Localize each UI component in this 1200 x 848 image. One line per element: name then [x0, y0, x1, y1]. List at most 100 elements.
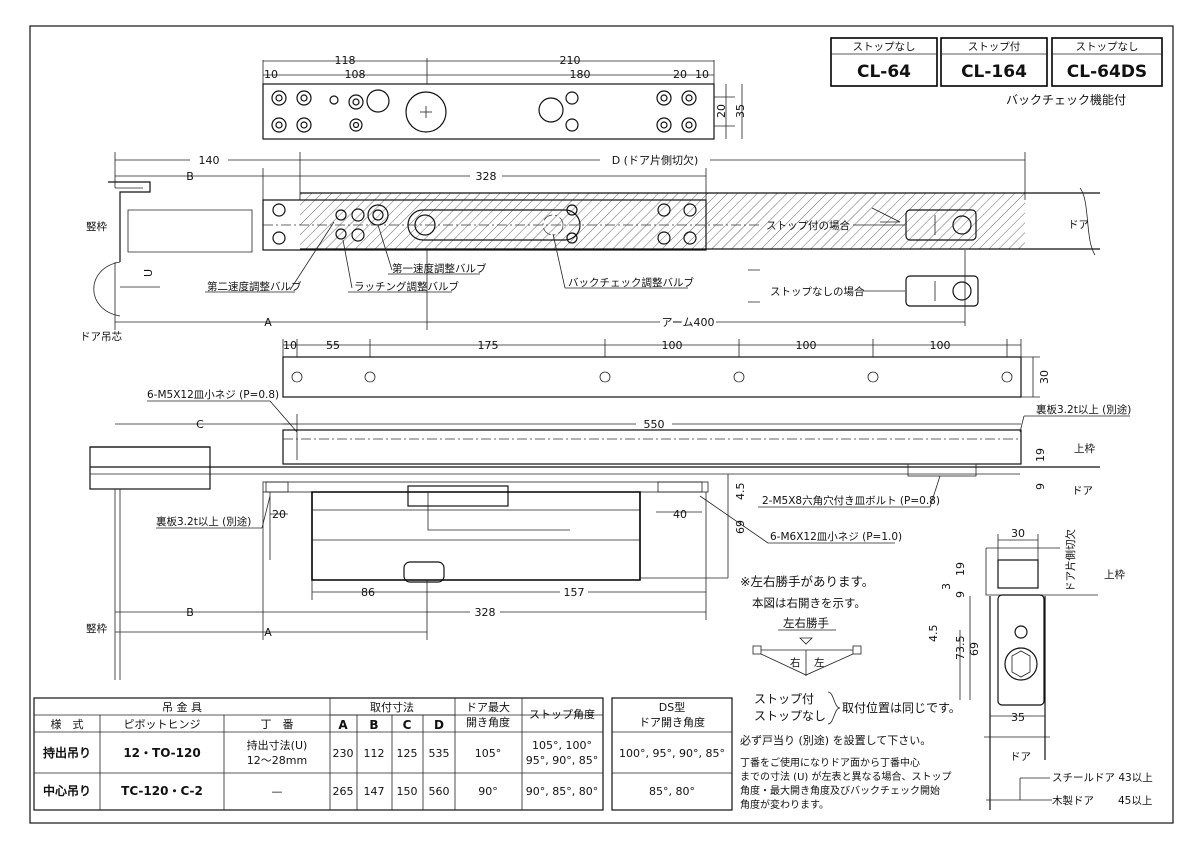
note-same: 取付位置は同じです。 [842, 700, 961, 715]
row2-pivot: TC-120・C-2 [121, 784, 203, 798]
model-header: ストップなし ストップ付 ストップなし CL-64 CL-164 CL-64DS… [830, 37, 1163, 107]
dim-180: 180 [570, 68, 591, 81]
backplate-l-label: 裏板3.2t以上 (別途) [156, 515, 251, 528]
note-stop2: ストップなし [754, 709, 826, 723]
row1-pivot: 12・TO-120 [123, 746, 200, 760]
note-stop1: ストップ付 [754, 692, 814, 706]
rail-dim-100b: 100 [796, 339, 817, 352]
plan-dim-U: U [142, 269, 155, 277]
th-maxopen-1: ドア最大 [466, 700, 510, 714]
side-dim-9: 9 [954, 591, 967, 598]
row1-style: 持出吊り [43, 745, 91, 760]
rail-dim-30: 30 [1038, 370, 1051, 384]
backcheck-valve-label: バックチェック調整バルブ [568, 276, 694, 289]
sect-dim-9: 9 [1034, 483, 1047, 490]
screw2-label: 6-M6X12皿小ネジ (P=1.0) [770, 531, 902, 543]
ds-h2: ドア開き角度 [639, 715, 705, 729]
side-dim-3: 3 [940, 583, 953, 590]
header-top-1: ストップなし [853, 41, 916, 53]
wood-door-value: 45以上 [1118, 795, 1152, 807]
th-C: C [403, 718, 412, 732]
bolt-label: 2-M5X8六角穴付き皿ボルト (P=0.8) [762, 494, 940, 507]
hand-right: 右 [790, 656, 801, 669]
install-notes: ストップ付 ストップなし 取付位置は同じです。 必ず戸当り (別途) を設置して… [740, 691, 961, 811]
top-plate-view: 118 210 10 108 180 20 10 20 35 [262, 54, 747, 140]
row2-max: 90° [478, 785, 498, 798]
plan-jamb-label: 竪枠 [86, 220, 107, 233]
nostop-case-label: ストップなしの場合 [770, 285, 865, 298]
row1-B: 112 [364, 747, 385, 760]
dim-35: 35 [734, 104, 747, 118]
plan-dim-A: A [264, 316, 272, 329]
sect-dim-69: 69 [734, 520, 747, 534]
pivot-label: ドア吊芯 [80, 330, 122, 343]
hand-notes: ※左右勝手があります。 本図は右開きを示す。 左右勝手 右 左 [740, 574, 874, 676]
valve1-label: 第一速度調整バルブ [392, 262, 487, 275]
dim-20a: 20 [673, 68, 687, 81]
hand-note-1: ※左右勝手があります。 [740, 574, 874, 589]
section-view: 6-M5X12皿小ネジ (P=0.8) C 550 裏板3.2t以上 (別途) … [86, 389, 1131, 680]
dim-108: 108 [345, 68, 366, 81]
latch-label: ラッチング調整バルブ [354, 280, 459, 293]
dim-10b: 10 [695, 68, 709, 81]
valve2-label: 第二速度調整バルブ [207, 280, 302, 293]
th-dims: 取付寸法 [370, 700, 414, 714]
sect-dim-19: 19 [1034, 448, 1047, 462]
th-pivot: ピボットヒンジ [124, 718, 201, 731]
row1-hinge-1: 持出寸法(U) [247, 738, 308, 752]
dim-118: 118 [335, 54, 356, 67]
row2-hinge-1: — [272, 785, 283, 798]
dim-210: 210 [560, 54, 581, 67]
sect-jamb-label: 竪枠 [86, 622, 107, 635]
sect-head-label: 上枠 [1074, 442, 1096, 455]
header-top-3: ストップなし [1076, 41, 1139, 53]
sect-dim-B: B [186, 606, 194, 619]
side-dim-35: 35 [1011, 711, 1025, 724]
row2-C: 150 [397, 785, 418, 798]
note-p3: 角度・最大開き角度及びバックチェック開始 [740, 784, 940, 797]
th-A: A [338, 718, 348, 732]
th-B: B [369, 718, 378, 732]
note-stopper: 必ず戸当り (別途) を設置して下さい。 [740, 733, 931, 747]
row1-stop-2: 95°, 90°, 85° [526, 754, 598, 767]
spec-table: 吊 金 具 取付寸法 ドア最大 開き角度 ストップ角度 様 式 ピボットヒンジ … [33, 697, 604, 811]
row1-stop-1: 105°, 100° [532, 739, 592, 752]
row2-B: 147 [364, 785, 385, 798]
side-door-label: ドア [1010, 751, 1031, 763]
row1-D: 535 [429, 747, 450, 760]
sect-dim-C: C [196, 418, 204, 431]
plan-dim-B: B [186, 170, 194, 183]
th-hinge: 丁 番 [261, 718, 294, 731]
note-p2: までの寸法 (U) が左表と異なる場合、ストップ [740, 770, 951, 783]
sect-dim-45: 4.5 [734, 483, 747, 501]
sect-dim-328: 328 [475, 606, 496, 619]
wood-door-label: 木製ドア [1052, 794, 1094, 807]
header-top-2: ストップ付 [968, 40, 1021, 53]
dim-140: 140 [199, 154, 220, 167]
screw1-label: 6-M5X12皿小ネジ (P=0.8) [147, 389, 279, 401]
sect-dim-550: 550 [644, 418, 665, 431]
row2-stop-1: 90°, 85°, 80° [526, 785, 598, 798]
side-head-label: 上枠 [1104, 568, 1126, 581]
dim-10a: 10 [264, 68, 278, 81]
sect-dim-20: 20 [272, 508, 286, 521]
row2-D: 560 [429, 785, 450, 798]
plan-dim-328: 328 [476, 170, 497, 183]
sect-dim-86: 86 [361, 586, 375, 599]
ds-row1: 100°, 95°, 90°, 85° [619, 747, 725, 760]
dim-D: D (ドア片側切欠) [612, 153, 699, 167]
th-stop: ストップ角度 [529, 707, 595, 721]
side-cut-label: ドア片側切欠 [1064, 529, 1077, 592]
th-hanger: 吊 金 具 [162, 700, 202, 714]
hand-note-2: 本図は右開きを示す。 [752, 596, 866, 610]
model-cl64ds: CL-64DS [1067, 62, 1147, 82]
sect-dim-A: A [264, 626, 272, 639]
row2-style: 中心吊り [43, 783, 91, 798]
dim-20v: 20 [715, 104, 728, 118]
rail-dim-55: 55 [326, 339, 340, 352]
th-maxopen-2: 開き角度 [466, 715, 510, 729]
rail-dim-100a: 100 [662, 339, 683, 352]
hand-left: 左 [814, 656, 825, 669]
rail-view: 10 55 175 100 100 100 30 [282, 339, 1051, 398]
